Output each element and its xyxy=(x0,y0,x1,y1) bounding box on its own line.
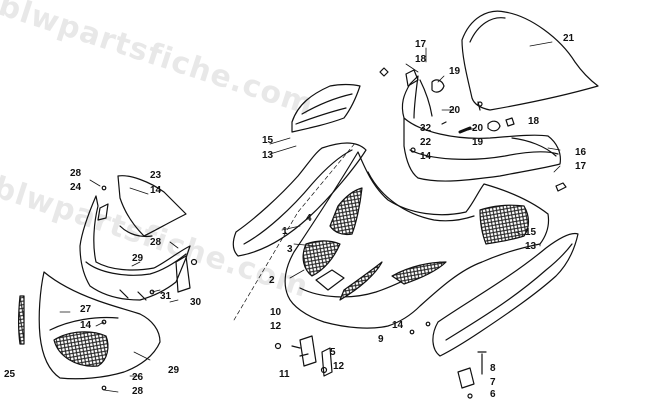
callout-12b: 12 xyxy=(333,361,345,372)
callout-7: 7 xyxy=(490,377,496,388)
callout-19: 19 xyxy=(449,66,461,77)
callout-14-top: 14 xyxy=(420,151,432,162)
headlight-cover xyxy=(291,83,361,133)
callout-14-low: 14 xyxy=(80,320,92,331)
callout-3: 3 xyxy=(287,244,293,255)
callout-4: 4 xyxy=(306,213,312,224)
callout-25: 25 xyxy=(4,369,16,380)
lower-nose xyxy=(38,271,161,380)
upper-nose xyxy=(79,195,191,301)
callout-32: 32 xyxy=(420,123,432,134)
callout-18: 18 xyxy=(415,54,427,65)
callout-12: 12 xyxy=(270,321,282,332)
callout-8: 8 xyxy=(490,363,496,374)
callout-6: 6 xyxy=(490,389,496,400)
callout-16: 16 xyxy=(575,147,587,158)
callout-24: 24 xyxy=(70,182,82,193)
callout-10: 10 xyxy=(270,307,282,318)
callout-13: 13 xyxy=(262,150,274,161)
callout-17: 17 xyxy=(415,39,427,50)
callout-1: 1 xyxy=(282,226,288,237)
callout-28c: 28 xyxy=(132,386,144,397)
callout-9: 9 xyxy=(378,334,384,345)
callout-19b: 19 xyxy=(472,137,484,148)
callout-15b: 15 xyxy=(525,227,537,238)
callout-23: 23 xyxy=(150,170,162,181)
callout-14-mid: 14 xyxy=(392,320,404,331)
callout-31: 31 xyxy=(160,291,172,302)
callout-29: 29 xyxy=(132,253,144,264)
callout-20: 20 xyxy=(449,105,461,116)
callout-22: 22 xyxy=(420,137,432,148)
hood xyxy=(284,151,550,329)
callout-5: 5 xyxy=(330,347,336,358)
callout-20b: 20 xyxy=(472,123,484,134)
callout-28b: 28 xyxy=(150,237,162,248)
callout-2: 2 xyxy=(269,275,275,286)
callout-28: 28 xyxy=(70,168,82,179)
left-windscreen xyxy=(117,175,187,237)
side-panel-right xyxy=(432,232,579,357)
callout-13b: 13 xyxy=(525,241,537,252)
callout-30: 30 xyxy=(190,297,202,308)
side-panel-left xyxy=(232,142,367,257)
callout-29b: 29 xyxy=(168,365,180,376)
callout-21: 21 xyxy=(563,33,575,44)
callout-15: 15 xyxy=(262,135,274,146)
callout-26: 26 xyxy=(132,372,144,383)
callout-27: 27 xyxy=(80,304,92,315)
windshield xyxy=(461,10,599,111)
callout-17b: 17 xyxy=(575,161,587,172)
callout-14-left: 14 xyxy=(150,185,162,196)
dash-trim xyxy=(403,117,561,182)
callout-18b: 18 xyxy=(528,116,540,127)
callout-11: 11 xyxy=(279,369,290,380)
